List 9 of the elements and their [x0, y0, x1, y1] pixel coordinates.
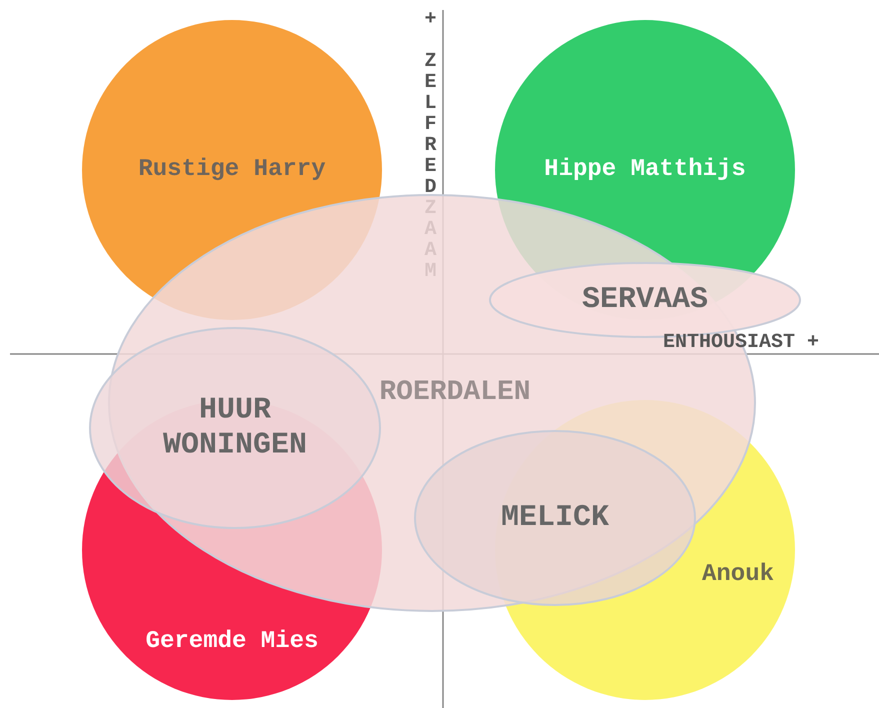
area-label: HUUR WONINGEN — [162, 394, 308, 462]
area-label: ROERDALEN — [378, 376, 532, 410]
persona-label: Anouk — [700, 561, 775, 589]
area-label: SERVAAS — [580, 282, 710, 318]
persona-label: Geremde Mies — [144, 628, 320, 656]
horizontal-axis-label: ENTHOUSIAST + — [663, 331, 820, 354]
persona-label: Rustige Harry — [137, 156, 327, 184]
persona-label: Hippe Matthijs — [543, 156, 747, 184]
area-label: MELICK — [500, 500, 610, 536]
